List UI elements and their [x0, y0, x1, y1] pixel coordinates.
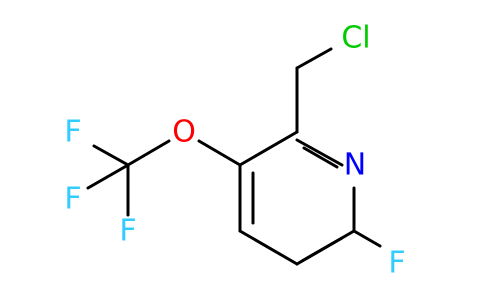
bond-c6-c5-inner [300, 236, 344, 263]
fluorine-label-bottom: F [119, 214, 136, 249]
bond-o-cf3 [126, 139, 171, 167]
bond-cf3-f2 [86, 163, 130, 190]
fluorine-label-ring: F [388, 246, 405, 281]
bond-c3-o [197, 139, 242, 167]
bonds [86, 47, 382, 266]
oxygen-label: O [172, 115, 196, 150]
bond-c3-c2 [238, 130, 299, 167]
chlorine-label: Cl [341, 21, 370, 56]
atom-labels: Cl N O F F F F [64, 21, 405, 281]
bond-c2-n [295, 138, 344, 167]
bond-c2-n-inner [302, 146, 339, 169]
fluorine-label-top: F [64, 115, 81, 150]
bond-c5-c4 [238, 229, 299, 266]
nitrogen-label: N [344, 148, 366, 183]
bond-ch2-cl [295, 47, 333, 70]
fluorine-label-middle: F [64, 182, 81, 217]
bond-cf3-f1 [92, 144, 130, 167]
bond-c6-f [352, 229, 382, 248]
